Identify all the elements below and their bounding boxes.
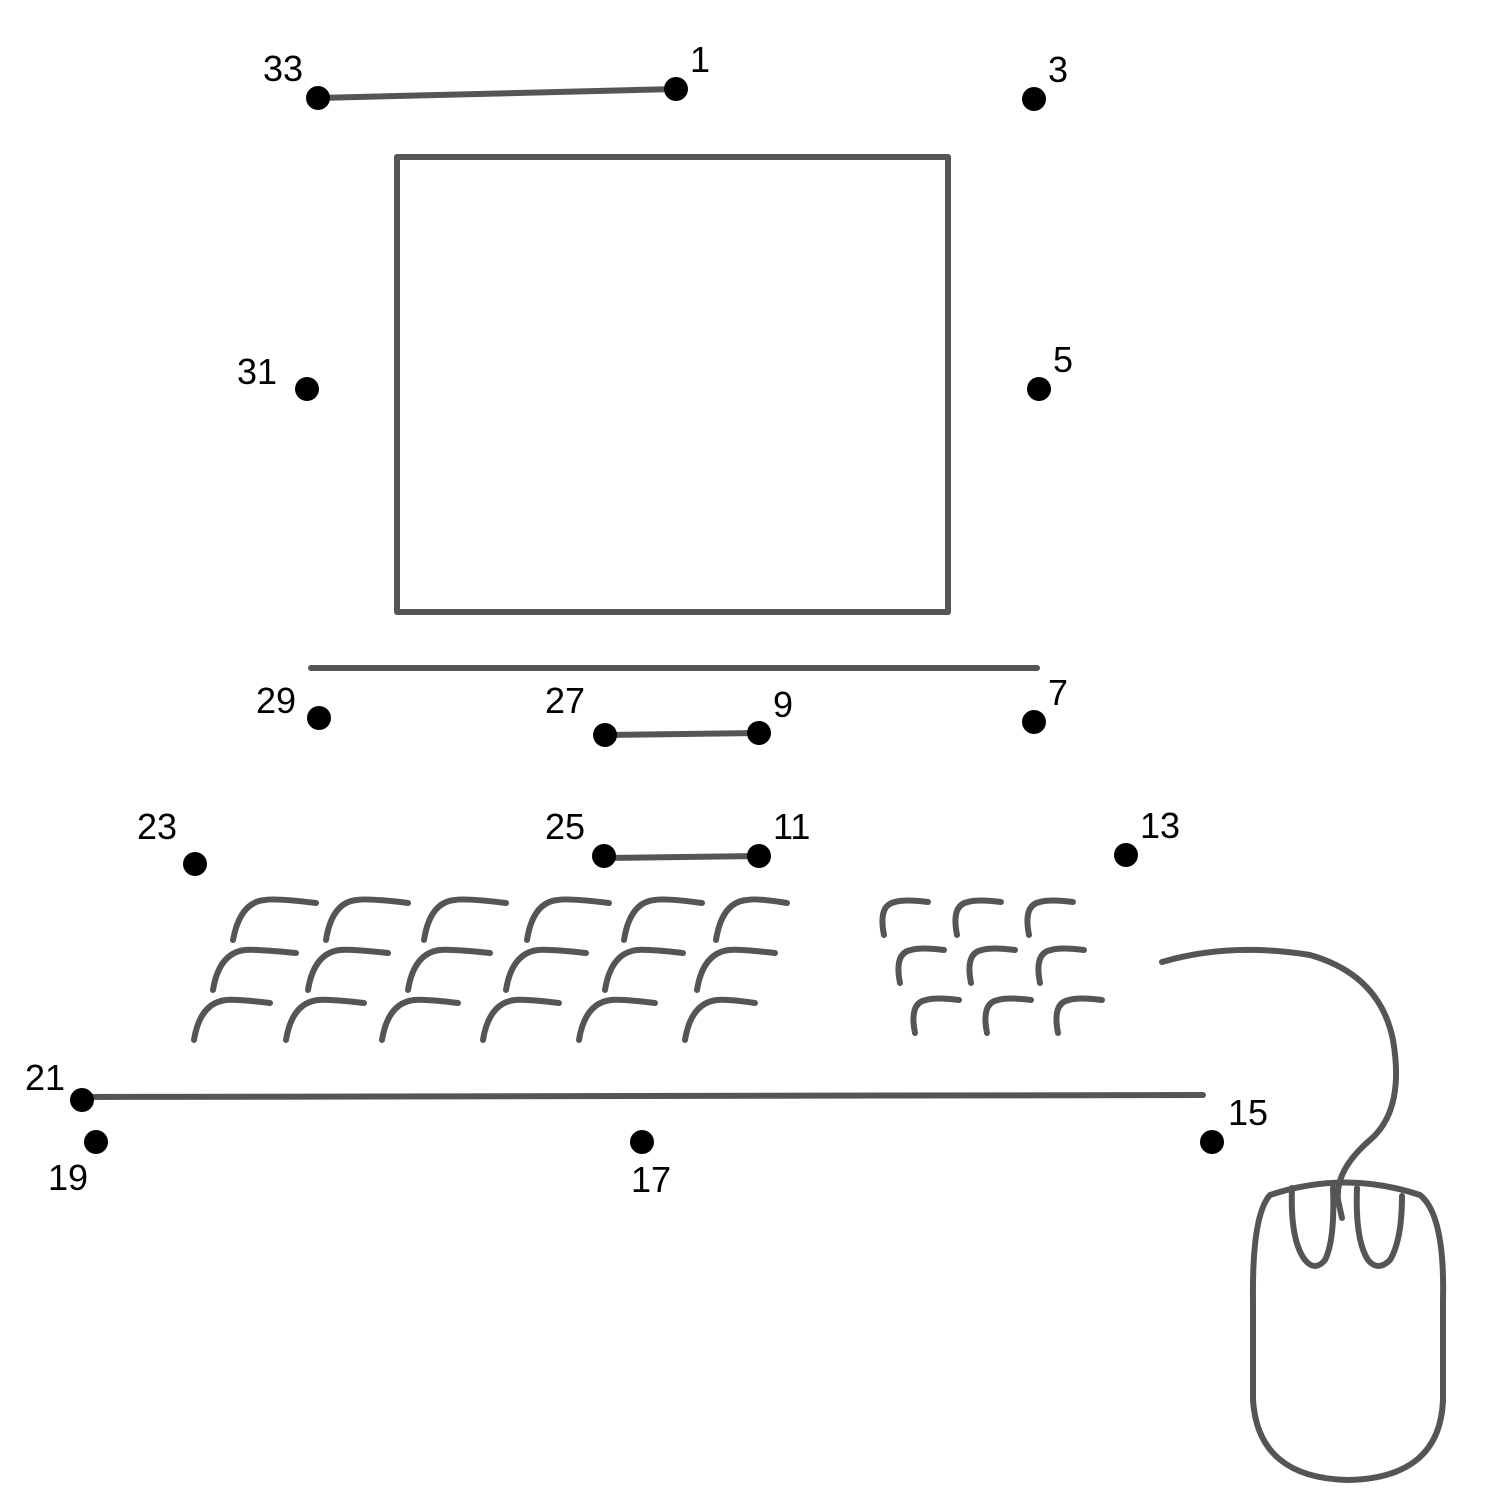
mouse-right-button (1353, 1185, 1405, 1269)
keyboard-keys-numpad (879, 897, 1105, 1036)
dot-number-label: 5 (1053, 339, 1074, 380)
dot-29[interactable] (307, 706, 331, 730)
dot-number-label: 25 (545, 806, 586, 847)
dot-25[interactable] (592, 844, 616, 868)
dot-9[interactable] (747, 721, 771, 745)
dot-7[interactable] (1022, 710, 1046, 734)
dot-number-label: 33 (263, 48, 304, 89)
dot-15[interactable] (1200, 1130, 1224, 1154)
dot-number-label: 15 (1228, 1092, 1269, 1133)
dots-layer (70, 77, 1224, 1154)
dot-number-label: 27 (545, 680, 586, 721)
mouse-left-button (1288, 1185, 1337, 1269)
dot-number-label: 17 (631, 1159, 672, 1200)
mouse-cable (1159, 946, 1400, 1221)
segment-21-15 (79, 1092, 1206, 1100)
dot-27[interactable] (593, 723, 617, 747)
mouse-body (1249, 1179, 1447, 1483)
dot-1[interactable] (664, 77, 688, 101)
dot-number-label: 11 (773, 806, 811, 847)
dot-19[interactable] (84, 1130, 108, 1154)
dot-11[interactable] (747, 844, 771, 868)
dot-number-label: 9 (773, 684, 794, 725)
dot-number-label: 21 (25, 1057, 66, 1098)
dot-number-label: 29 (256, 680, 297, 721)
dot-33[interactable] (306, 86, 330, 110)
segment-27-9 (602, 730, 762, 738)
dot-number-label: 3 (1048, 49, 1069, 90)
dot-number-label: 1 (690, 39, 711, 80)
dot-21[interactable] (70, 1088, 94, 1112)
dot-number-label: 13 (1140, 805, 1181, 846)
dot-number-label: 19 (48, 1157, 89, 1198)
dot-number-label: 23 (137, 806, 178, 847)
dot-23[interactable] (183, 852, 207, 876)
dot-number-label: 31 (237, 351, 278, 392)
segment-33-1 (315, 86, 679, 101)
dot-number-label: 7 (1048, 672, 1069, 713)
segment-25-11 (601, 853, 762, 861)
dot-31[interactable] (295, 377, 319, 401)
dot-17[interactable] (630, 1130, 654, 1154)
dot-3[interactable] (1022, 87, 1046, 111)
dot-13[interactable] (1114, 843, 1138, 867)
keyboard-keys-main (191, 896, 790, 1043)
dot-5[interactable] (1027, 377, 1051, 401)
monitor-screen (394, 154, 951, 615)
